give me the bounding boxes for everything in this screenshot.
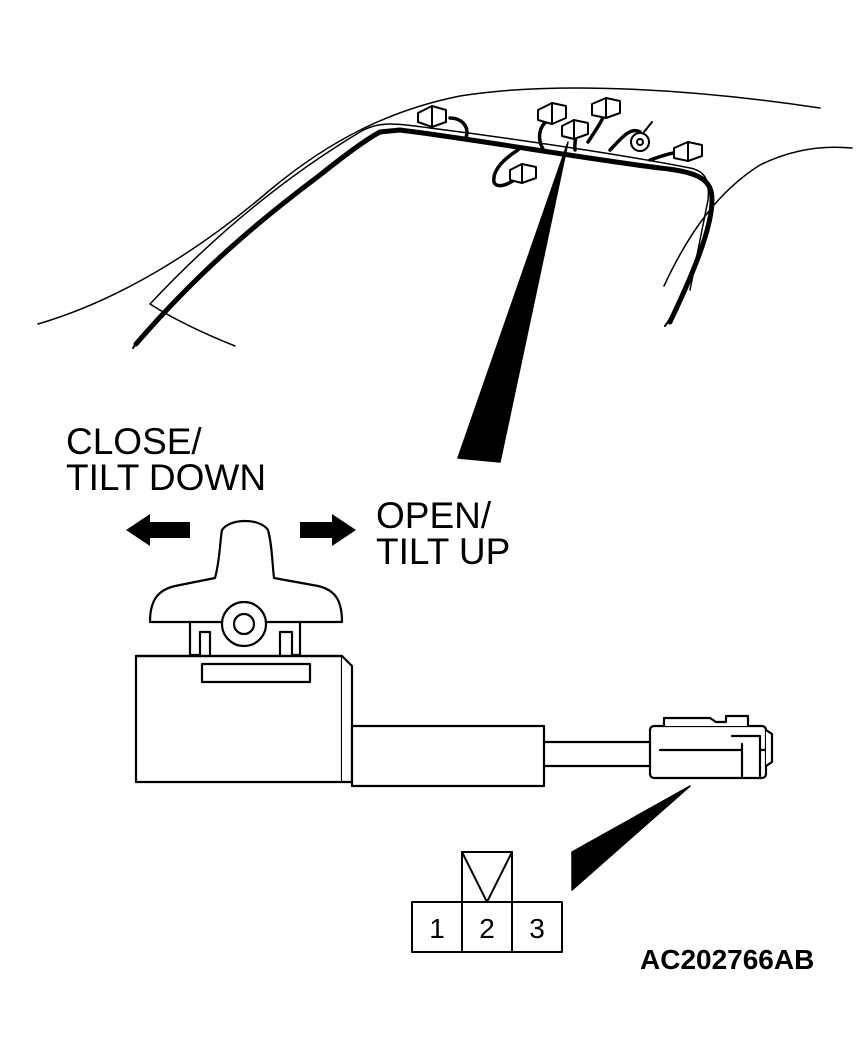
connector-b (537, 102, 567, 125)
sunroof-switch (134, 519, 774, 788)
connector-d (561, 119, 589, 140)
open-label-line2: TILT UP (376, 531, 511, 572)
figure-code: AC202766AB (640, 944, 815, 975)
switch-slot (200, 662, 312, 684)
connector-e (509, 163, 537, 184)
arrows (126, 514, 356, 546)
close-tilt-down-label: CLOSE/ TILT DOWN (66, 421, 267, 498)
close-label-line1: CLOSE/ (66, 421, 202, 462)
pinout-key (461, 851, 513, 903)
pinout-diagram (411, 851, 563, 953)
connector-a (417, 105, 447, 128)
switch-knob (148, 519, 344, 624)
pointer-wedge-top (457, 141, 569, 463)
pin-label-3: 3 (529, 913, 545, 944)
roof-outline (37, 87, 853, 347)
open-label-line1: OPEN/ (376, 495, 492, 536)
ground-terminal (630, 121, 653, 152)
open-tilt-up-label: OPEN/ TILT UP (376, 495, 511, 572)
wiring-harness (132, 108, 715, 349)
pin-cell-2 (461, 901, 513, 953)
close-label-line2: TILT DOWN (66, 457, 267, 498)
pin-cell-3 (511, 901, 563, 953)
pin-cell-1 (411, 901, 463, 953)
pointer-wedge-bottom (571, 785, 691, 891)
pivot-inner (232, 612, 256, 636)
arrow-right-icon (300, 514, 356, 546)
connector-f (673, 141, 703, 162)
switch-connector (648, 714, 774, 780)
cable-sheath (350, 724, 546, 788)
connector-c (591, 97, 621, 119)
pin-label-1: 1 (429, 913, 445, 944)
pin-label-2: 2 (479, 913, 495, 944)
arrow-left-icon (126, 514, 190, 546)
harness-connectors (417, 97, 703, 184)
